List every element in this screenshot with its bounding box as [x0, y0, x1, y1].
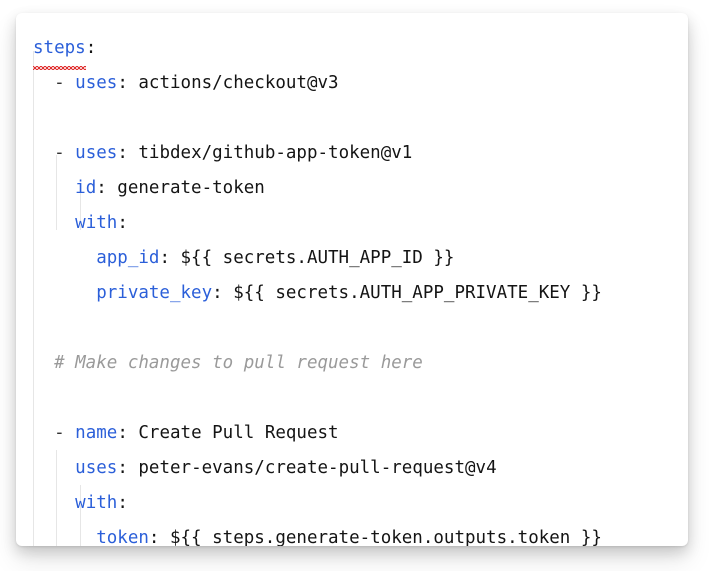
yaml-list-dash: - [54, 73, 76, 93]
yaml-list-dash: - [54, 143, 76, 163]
code-editor-content[interactable]: steps: - uses: actions/checkout@v3 - use… [16, 31, 688, 546]
indent-spacer [33, 73, 54, 93]
yaml-key: with [75, 493, 118, 513]
line-blank-3 [33, 381, 688, 416]
yaml-key: id [75, 178, 97, 198]
line-with-2: with: [33, 486, 688, 521]
indent-guide-level-3-lower [80, 485, 81, 546]
indent-spacer [33, 178, 75, 198]
indent-spacer [33, 353, 54, 373]
yaml-comment: # Make changes to pull request here [54, 353, 423, 373]
yaml-key: with [75, 213, 118, 233]
indent-spacer [33, 528, 96, 546]
line-with-1: with: [33, 206, 688, 241]
indent-spacer [33, 493, 75, 513]
yaml-key: uses [75, 73, 118, 93]
yaml-value: : generate-token [96, 178, 265, 198]
indent-guide-level-2-upper [56, 155, 57, 230]
yaml-list-dash: - [54, 423, 76, 443]
yaml-value: : [117, 213, 128, 233]
yaml-value: : [117, 493, 128, 513]
indent-spacer [33, 458, 75, 478]
yaml-value: : tibdex/github-app-token@v1 [117, 143, 413, 163]
indent-spacer [33, 213, 75, 233]
indent-guide-level-3-upper [80, 190, 81, 230]
yaml-value: : actions/checkout@v3 [117, 73, 339, 93]
line-steps: steps: [33, 31, 688, 70]
line-blank-1 [33, 101, 688, 136]
line-name: - name: Create Pull Request [33, 416, 688, 451]
indent-spacer [33, 423, 54, 443]
yaml-key: uses [75, 143, 118, 163]
indent-guide-level-2-lower [56, 450, 57, 546]
yaml-key: app_id [96, 248, 160, 268]
indent-spacer [33, 248, 96, 268]
yaml-key-misspelled: steps [33, 31, 86, 70]
yaml-value: : [85, 38, 97, 58]
line-comment: # Make changes to pull request here [33, 346, 688, 381]
indent-guide-level-1 [33, 51, 34, 546]
yaml-key: token [96, 528, 149, 546]
indent-spacer [33, 283, 96, 303]
line-uses-tibdex: - uses: tibdex/github-app-token@v1 [33, 136, 688, 171]
line-uses-checkout: - uses: actions/checkout@v3 [33, 66, 688, 101]
line-app-id: app_id: ${{ secrets.AUTH_APP_ID }} [33, 241, 688, 276]
yaml-value: : ${{ secrets.AUTH_APP_ID }} [159, 248, 455, 268]
yaml-key: name [75, 423, 118, 443]
yaml-value: : peter-evans/create-pull-request@v4 [117, 458, 497, 478]
line-private-key: private_key: ${{ secrets.AUTH_APP_PRIVAT… [33, 276, 688, 311]
code-card-body: steps: - uses: actions/checkout@v3 - use… [16, 13, 688, 546]
yaml-value: : ${{ secrets.AUTH_APP_PRIVATE_KEY }} [212, 283, 602, 303]
yaml-value: : ${{ steps.generate-token.outputs.token… [148, 528, 602, 546]
indent-spacer [33, 143, 54, 163]
yaml-value: : Create Pull Request [117, 423, 339, 443]
line-id: id: generate-token [33, 171, 688, 206]
line-blank-2 [33, 311, 688, 346]
yaml-key: uses [75, 458, 118, 478]
line-token: token: ${{ steps.generate-token.outputs.… [33, 521, 688, 546]
code-snippet-card: steps: - uses: actions/checkout@v3 - use… [16, 13, 688, 546]
line-uses-peter-evans: uses: peter-evans/create-pull-request@v4 [33, 451, 688, 486]
yaml-key: private_key [96, 283, 213, 303]
